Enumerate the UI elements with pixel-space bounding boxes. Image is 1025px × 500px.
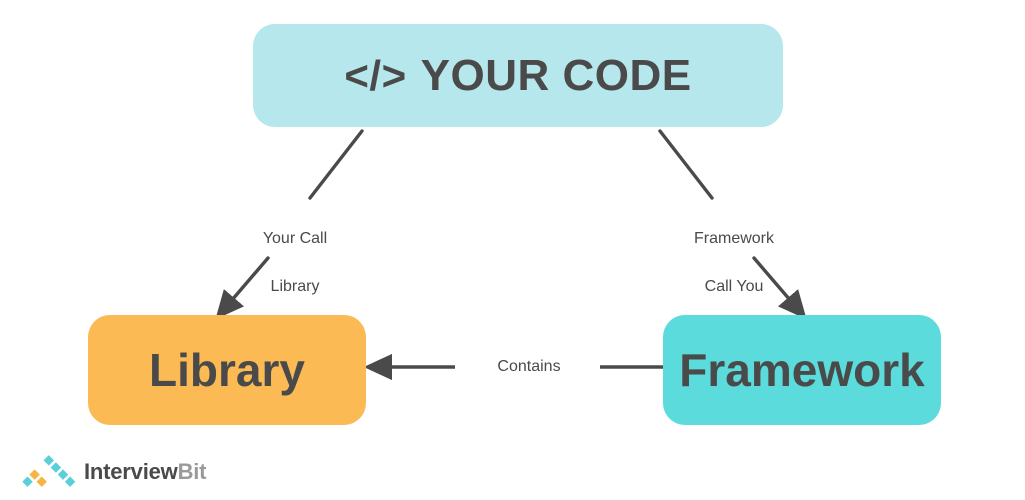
arrow-your-code-to-framework-upper bbox=[658, 129, 714, 200]
edge-label-your-call-library-line2: Library bbox=[270, 278, 320, 295]
edge-label-your-call-library: Your Call Library bbox=[232, 203, 358, 323]
wordmark-primary: Interview bbox=[84, 459, 178, 484]
node-your-code-label: YOUR CODE bbox=[420, 50, 692, 100]
code-tag-icon: </> bbox=[344, 51, 407, 99]
node-your-code: </> YOUR CODE bbox=[253, 24, 783, 127]
edge-label-your-call-library-line1: Your Call bbox=[262, 230, 328, 247]
edge-label-framework-call-you: Framework Call You bbox=[662, 203, 806, 323]
node-library-label: Library bbox=[149, 344, 305, 396]
edge-label-contains: Contains bbox=[497, 358, 561, 375]
node-framework-label: Framework bbox=[679, 344, 925, 396]
interviewbit-logo: InterviewBit bbox=[20, 452, 207, 492]
wordmark-secondary: Bit bbox=[177, 459, 207, 484]
node-framework: Framework bbox=[663, 315, 941, 425]
interviewbit-wordmark: InterviewBit bbox=[84, 459, 207, 485]
node-library: Library bbox=[88, 315, 366, 425]
edge-label-framework-call-you-line1: Framework bbox=[693, 230, 774, 247]
arrow-your-code-to-library-upper bbox=[308, 129, 364, 200]
edge-label-framework-call-you-line2: Call You bbox=[704, 278, 764, 295]
interviewbit-logo-mark bbox=[20, 455, 76, 489]
